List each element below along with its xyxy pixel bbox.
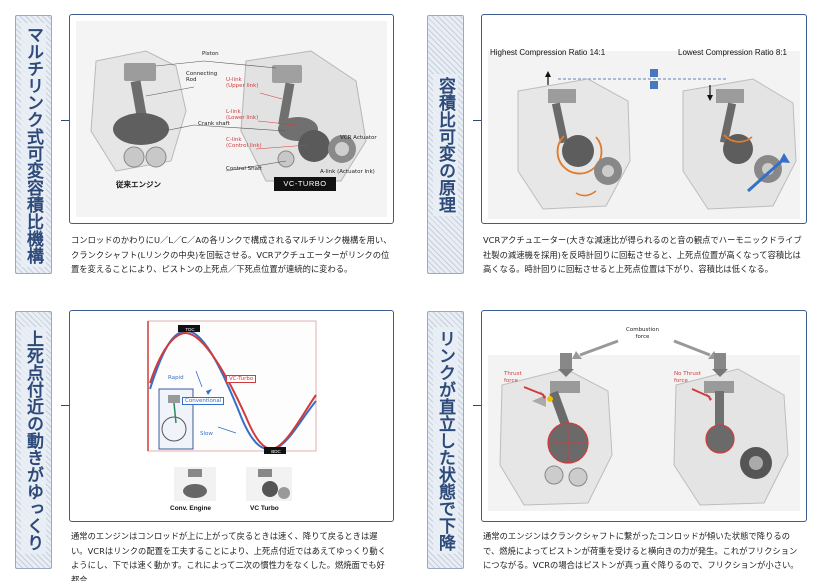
- label-connecting-rod: Connecting Rod: [186, 71, 218, 83]
- label-crank-shaft: Crank shaft: [198, 121, 230, 127]
- panel4-caption: 通常のエンジンはクランクシャフトに繋がったコンロッドが傾いた状態で降りるので、燃…: [483, 531, 799, 570]
- panel1-connector: [61, 120, 70, 121]
- panel3-figure: TDC BDC Rapid VC-Turbo Conventional Slow…: [146, 319, 318, 517]
- label-combustion-force: Combustion force: [626, 327, 659, 340]
- panel2-card: Highest Compression Ratio 14:1 Lowest Co…: [481, 14, 807, 224]
- label-vcr-actuator: VCR Actuator: [340, 135, 377, 141]
- label-u-link: U-link (Upper link): [226, 77, 259, 89]
- panel2-figure: [488, 41, 800, 219]
- panel1-caption: コンロッドのかわりにU／L／C／Aの各リンクで構成されるマルチリンク機構を用い、…: [71, 235, 392, 274]
- label-conventional-curve: Conventional: [182, 397, 225, 405]
- panel3-title-tab: 上死点付近の動きがゆっくり: [15, 311, 52, 569]
- panel1-card: Piston Connecting Rod U-link (Upper link…: [69, 14, 394, 224]
- panel3-connector: [61, 405, 70, 406]
- label-slow: Slow: [200, 431, 213, 437]
- label-l-link: L-link (Lower link): [226, 109, 259, 121]
- panel2-caption: VCRアクチュエーター(大きな減速比が得られるのと音の観点でハーモニックドライブ…: [483, 235, 802, 274]
- label-thrust-force: Thrust force: [504, 371, 522, 384]
- panel3-caption: 通常のエンジンはコンロッドが上に上がって戻るときは速く、降りて戻るときは遅い。V…: [71, 531, 387, 581]
- label-a-link: A-link (Actuator lnk): [320, 169, 375, 175]
- panel4-card: Combustion force Thrust force No Thrust …: [481, 310, 807, 522]
- label-conv-engine: Conv. Engine: [170, 505, 212, 512]
- panel4-title: リンクが直立した状態で下降: [433, 326, 458, 554]
- label-control-shaft: Control Shaft: [226, 166, 262, 172]
- label-tdc: TDC: [185, 327, 195, 332]
- panel2-title-tab: 容積比可変の原理: [427, 15, 464, 274]
- label-lowest-ratio: Lowest Compression Ratio 8:1: [678, 48, 787, 57]
- label-vc-turbo-curve: VC-Turbo: [226, 375, 257, 383]
- panel3-card: TDC BDC Rapid VC-Turbo Conventional Slow…: [69, 310, 394, 522]
- panel2-connector: [473, 120, 482, 121]
- panel4-connector: [473, 405, 482, 406]
- label-c-link: C-link (Control link): [226, 137, 262, 149]
- panel2-title: 容積比可変の原理: [433, 73, 458, 216]
- label-no-thrust-force: No Thrust force: [674, 371, 701, 384]
- panel1-title: マルチリンク式可変容積比機構: [21, 22, 46, 267]
- panel3-title: 上死点付近の動きがゆっくり: [21, 326, 46, 554]
- label-conventional-engine: 従来エンジン: [116, 180, 161, 189]
- label-highest-ratio: Highest Compression Ratio 14:1: [490, 48, 606, 57]
- panel1-title-tab: マルチリンク式可変容積比機構: [15, 15, 52, 274]
- label-bdc: BDC: [271, 449, 281, 454]
- panel1-figure: Piston Connecting Rod U-link (Upper link…: [76, 21, 387, 217]
- panel4-figure: Combustion force Thrust force No Thrust …: [488, 325, 800, 511]
- label-vc-turbo-engine: VC Turbo: [250, 505, 279, 512]
- panel4-title-tab: リンクが直立した状態で下降: [427, 311, 464, 569]
- label-rapid: Rapid: [168, 375, 184, 381]
- label-piston: Piston: [202, 51, 219, 57]
- label-vc-turbo-badge: VC-TURBO: [274, 177, 336, 191]
